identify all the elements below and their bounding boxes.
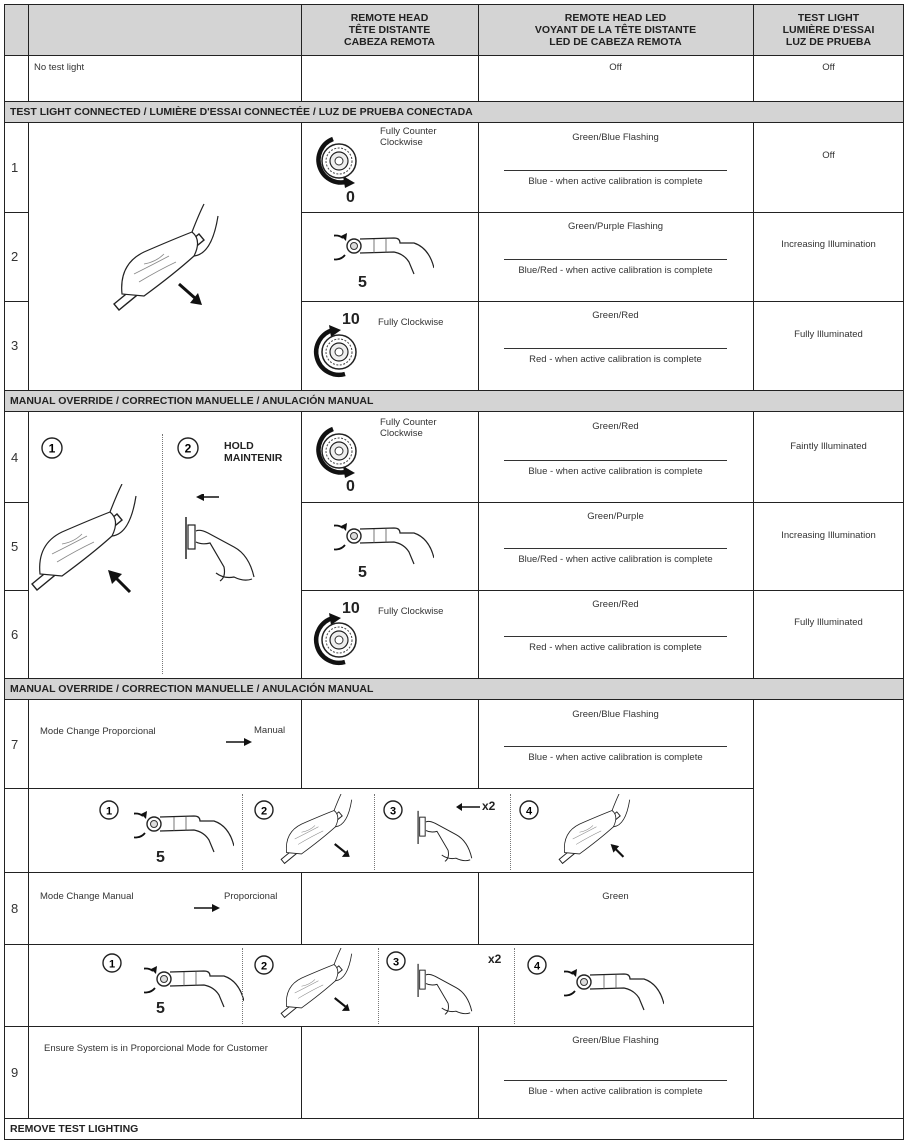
no-test-light-test-light: Off bbox=[822, 62, 835, 73]
seq8-step-4: 4 bbox=[527, 955, 547, 975]
seq7-step-1-label: 1 bbox=[106, 806, 112, 818]
seq8-step-3-label: 3 bbox=[393, 957, 399, 969]
row-9-led-top: Green/Blue Flashing bbox=[572, 1035, 659, 1046]
row-7-target: Manual bbox=[254, 725, 286, 736]
row-4-led-top: Green/Red bbox=[592, 421, 639, 432]
step-2-circle: 2 bbox=[177, 437, 199, 459]
step-1-label: 1 bbox=[49, 442, 56, 456]
row-5-dial-value: 5 bbox=[358, 564, 367, 581]
seq7-step-4: 4 bbox=[519, 800, 539, 820]
row-7-number: 7 bbox=[11, 736, 19, 752]
row-7-led-top: Green/Blue Flashing bbox=[572, 709, 659, 720]
row-3-led-bottom: Red - when active calibration is complet… bbox=[529, 354, 702, 365]
section-remove-test-lighting: REMOVE TEST LIGHTING bbox=[10, 1123, 139, 1135]
pedal-press-illustration bbox=[113, 203, 219, 311]
seq7-dial-value: 5 bbox=[156, 849, 165, 866]
row-2-dial-value: 5 bbox=[358, 274, 367, 291]
row-1-dial-value: 0 bbox=[346, 189, 355, 206]
seq8-step-2: 2 bbox=[254, 955, 274, 975]
row-6-test-light: Fully Illuminated bbox=[794, 617, 863, 628]
row-1-dial-label: Fully Counter Clockwise bbox=[380, 126, 437, 148]
seq8-step-1-label: 1 bbox=[109, 959, 115, 971]
seq7-step-2: 2 bbox=[254, 800, 274, 820]
row-4-number: 4 bbox=[11, 449, 19, 465]
seq7-step-3: 3 bbox=[383, 800, 403, 820]
row-4-dial-value: 0 bbox=[346, 478, 355, 495]
header-remote-head-led: REMOTE HEAD LED VOYANT DE LA TÊTE DISTAN… bbox=[534, 12, 697, 48]
pedal-release-illustration bbox=[558, 794, 631, 864]
row-9-number: 9 bbox=[11, 1064, 19, 1080]
seq7-step-4-label: 4 bbox=[526, 806, 533, 818]
row-1-test-light: Off bbox=[822, 150, 835, 161]
header-remote-head: REMOTE HEAD TÊTE DISTANTE CABEZA REMOTA bbox=[344, 12, 435, 48]
row-5-led-top: Green/Purple bbox=[587, 511, 644, 522]
no-test-light-led: Off bbox=[609, 62, 622, 73]
row-6-dial-label: Fully Clockwise bbox=[378, 606, 444, 617]
row-4-test-light: Faintly Illuminated bbox=[790, 441, 867, 452]
row-8-target: Proporcional bbox=[224, 891, 278, 902]
row-9-led-bottom: Blue - when active calibration is comple… bbox=[528, 1086, 703, 1097]
row-6-led-top: Green/Red bbox=[592, 599, 639, 610]
arrow-right-icon bbox=[194, 904, 220, 912]
row-4-dial-label: Fully Counter Clockwise bbox=[380, 417, 437, 439]
row-5-number: 5 bbox=[11, 538, 19, 554]
row-7-led-bottom: Blue - when active calibration is comple… bbox=[528, 752, 703, 763]
row-3-led-top: Green/Red bbox=[592, 310, 639, 321]
seq7-x2: x2 bbox=[482, 799, 496, 813]
row-1-led-bottom: Blue - when active calibration is comple… bbox=[528, 176, 703, 187]
seq8-dial-value: 5 bbox=[156, 1000, 165, 1017]
pedal-press-illustration bbox=[280, 794, 353, 864]
row-8-led: Green bbox=[602, 891, 629, 902]
step-1-circle: 1 bbox=[41, 437, 63, 459]
row-6-number: 6 bbox=[11, 626, 19, 642]
finger-press-button-illustration bbox=[185, 494, 255, 582]
pedal-release-illustration bbox=[31, 484, 137, 594]
row-3-test-light: Fully Illuminated bbox=[794, 329, 863, 340]
row-9-text: Ensure System is in Proporcional Mode fo… bbox=[44, 1043, 268, 1054]
row-3-dial-label: Fully Clockwise bbox=[378, 317, 444, 328]
row-5-led-bottom: Blue/Red - when active calibration is co… bbox=[518, 554, 713, 565]
row-1-number: 1 bbox=[11, 160, 19, 175]
table-border bbox=[4, 4, 904, 1140]
no-test-light-label: No test light bbox=[34, 62, 85, 73]
arrow-right-icon bbox=[226, 738, 252, 746]
row-6-dial-value: 10 bbox=[342, 600, 360, 617]
step-2-label: 2 bbox=[185, 442, 192, 456]
row-3-number: 3 bbox=[11, 338, 19, 353]
row-1-led-top: Green/Blue Flashing bbox=[572, 132, 659, 143]
row-8-text: Mode Change Manual bbox=[40, 891, 134, 902]
hold-label: HOLD MAINTENIR bbox=[224, 440, 283, 464]
header-test-light: TEST LIGHT LUMIÈRE D'ESSAI LUZ DE PRUEBA bbox=[782, 12, 875, 48]
section-manual-override-1: MANUAL OVERRIDE / CORRECTION MANUELLE / … bbox=[4, 390, 904, 412]
section-test-light-connected: TEST LIGHT CONNECTED / LUMIÈRE D'ESSAI C… bbox=[4, 101, 904, 123]
pedal-press-illustration bbox=[280, 948, 353, 1018]
row-2-number: 2 bbox=[11, 249, 19, 264]
seq8-step-2-label: 2 bbox=[261, 961, 267, 973]
seq8-step-1: 1 bbox=[102, 953, 122, 973]
row-6-led-bottom: Red - when active calibration is complet… bbox=[529, 642, 702, 653]
seq8-x2: x2 bbox=[488, 952, 502, 966]
arrow-left-icon bbox=[456, 803, 480, 811]
row-5-test-light: Increasing Illumination bbox=[781, 530, 876, 541]
row-8-number: 8 bbox=[11, 900, 19, 916]
row-7-text: Mode Change Proporcional bbox=[40, 726, 156, 737]
seq7-step-1: 1 bbox=[99, 800, 119, 820]
row-2-led-bottom: Blue/Red - when active calibration is co… bbox=[518, 265, 713, 276]
row-2-led-top: Green/Purple Flashing bbox=[567, 221, 664, 232]
seq7-step-3-label: 3 bbox=[390, 806, 396, 818]
row-2-test-light: Increasing Illumination bbox=[781, 239, 876, 250]
seq7-step-2-label: 2 bbox=[261, 806, 267, 818]
row-4-led-bottom: Blue - when active calibration is comple… bbox=[528, 466, 703, 477]
row-3-dial-value: 10 bbox=[342, 311, 360, 328]
seq8-step-4-label: 4 bbox=[534, 961, 541, 973]
section-manual-override-2: MANUAL OVERRIDE / CORRECTION MANUELLE / … bbox=[4, 678, 904, 700]
seq8-step-3: 3 bbox=[386, 951, 406, 971]
